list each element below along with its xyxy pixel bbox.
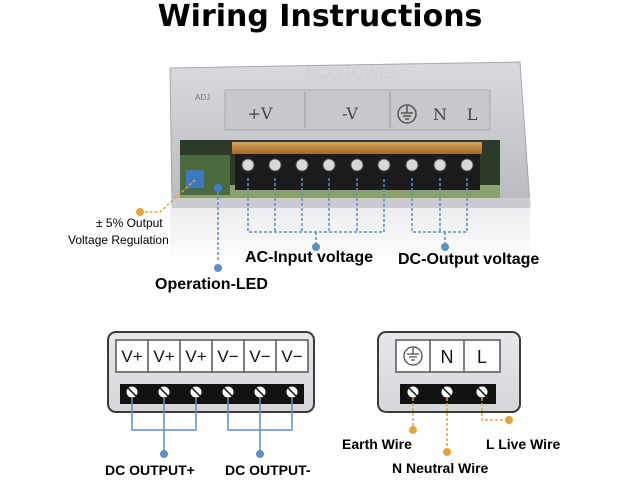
dc-output-minus-label: DC OUTPUT- xyxy=(225,462,311,478)
live-wire-label: L Live Wire xyxy=(486,436,561,452)
neutral-wire-dot xyxy=(443,448,451,456)
page-title: Wiring Instructions xyxy=(157,0,483,34)
adj-label: ADJ xyxy=(195,93,210,102)
ac-input-wires xyxy=(412,398,505,448)
dc-terminal-label: V+ xyxy=(153,347,174,366)
voltage-adjust-potentiometer xyxy=(186,170,204,188)
unit-callout-lines xyxy=(136,178,468,272)
unit-label-plus-v: +V xyxy=(248,104,273,123)
terminal-barrier-strip xyxy=(232,142,482,154)
unit-label-minus-v: -V xyxy=(342,104,358,123)
ac-input-voltage-label: AC-Input voltage xyxy=(245,249,373,266)
earth-wire-label: Earth Wire xyxy=(342,436,412,452)
operation-led-indicator xyxy=(214,184,222,192)
dc-plus-dot xyxy=(160,450,168,458)
ac-earth-ground-icon xyxy=(403,346,423,366)
unit-label-l: L xyxy=(467,105,478,124)
dc-terminal-block: V+ V+ V+ V− V− V− xyxy=(107,331,315,413)
dc-output-wires xyxy=(131,398,293,450)
ac-terminal-label-l: L xyxy=(477,347,487,367)
ac-terminal-block: N L xyxy=(377,331,521,413)
unit-label-n: N xyxy=(433,105,447,124)
dc-terminal-label: V+ xyxy=(121,347,142,366)
dc-terminal-label: V− xyxy=(249,347,270,366)
earth-wire-dot xyxy=(409,426,417,434)
live-wire-dot xyxy=(505,416,513,424)
operation-led-label: Operation-LED xyxy=(155,276,268,293)
neutral-wire-label: N Neutral Wire xyxy=(392,460,489,476)
ac-terminal-label-n: N xyxy=(441,347,454,367)
dc-minus-dot xyxy=(256,450,264,458)
brand-watermark: NOOTOWEI xyxy=(306,65,395,82)
dc-terminal-label: V− xyxy=(217,347,238,366)
power-supply-unit: NOOTOWEI +V -V N L ADJ xyxy=(169,61,531,265)
dc-output-plus-label: DC OUTPUT+ xyxy=(105,462,195,478)
voltage-regulation-label-line2: Voltage Regulation xyxy=(68,233,169,247)
dc-terminal-label: V+ xyxy=(185,347,206,366)
voltage-regulation-label-line1: ± 5% Output xyxy=(96,216,163,230)
dc-output-voltage-label: DC-Output voltage xyxy=(398,251,540,268)
earth-ground-icon xyxy=(397,104,417,124)
dc-terminal-label: V− xyxy=(281,347,302,366)
